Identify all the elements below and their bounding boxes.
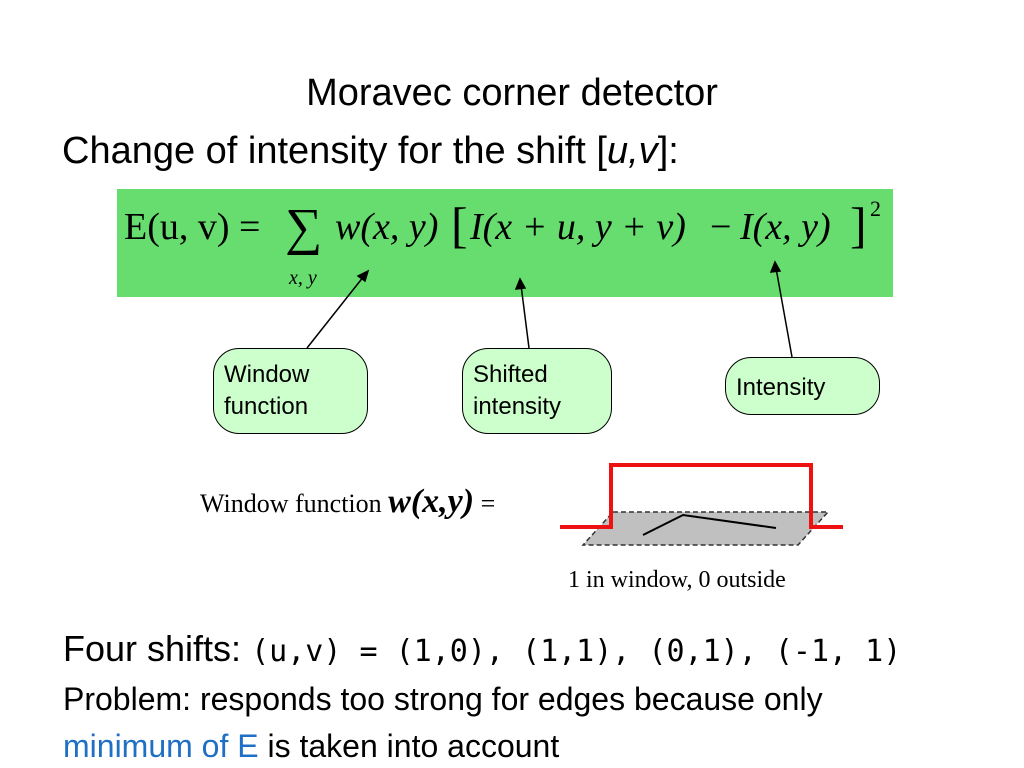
callout-window-function: Window function <box>213 348 368 434</box>
formula-lhs: E(u, v) = <box>124 206 261 248</box>
formula-shifted-term: I(x + u, y + v) <box>470 206 686 248</box>
formula-intensity-term: I(x, y) <box>740 206 831 248</box>
callout-shifted-intensity: Shifted intensity <box>462 348 612 434</box>
window-plane <box>581 511 830 546</box>
formula-exponent: 2 <box>870 196 881 221</box>
subtitle-variable: u,v <box>606 130 658 172</box>
window-function-diagram <box>560 463 843 546</box>
shifted-arrowhead <box>514 277 527 290</box>
callout-intensity: Intensity <box>725 357 880 415</box>
subtitle-suffix: ]: <box>657 130 679 172</box>
intensity-arrowhead <box>769 260 782 273</box>
formula-bracket-open: [ <box>451 197 468 253</box>
window-function-caption: 1 in window, 0 outside <box>568 567 786 593</box>
subtitle: Change of intensity for the shift [u,v]: <box>62 130 679 173</box>
intensity-curve <box>642 513 777 536</box>
shifts-line: Four shifts: (u,v) = (1,0), (1,1), (0,1)… <box>63 628 901 670</box>
shifts-label: Four shifts: <box>63 628 242 669</box>
intensity-arrow <box>775 267 793 358</box>
window-step-line <box>560 463 843 529</box>
formula-sum-symbol: ∑ <box>285 199 323 256</box>
formula-bracket-close: ] <box>850 197 867 253</box>
problem-line-2-rest: is taken into account <box>258 728 560 764</box>
window-arrowhead <box>356 269 370 283</box>
window-function-text: Window function <box>200 489 382 518</box>
shifted-arrow <box>520 284 530 349</box>
window-arrow <box>306 275 365 349</box>
formula-minus: − <box>710 206 732 248</box>
formula-weight: w(x, y) <box>335 206 439 248</box>
window-function-label: Window function w(x,y) = <box>200 483 495 521</box>
problem-highlight: minimum of E <box>63 728 259 764</box>
window-function-equals: = <box>480 489 496 518</box>
window-function-symbol: w(x,y) <box>388 483 475 520</box>
slide-title: Moravec corner detector <box>306 72 718 114</box>
shifts-values: (u,v) = (1,0), (1,1), (0,1), (-1, 1) <box>251 634 902 669</box>
problem-line-1: Problem: responds too strong for edges b… <box>63 681 823 717</box>
subtitle-prefix: Change of intensity for the shift [ <box>62 130 607 172</box>
formula-sum-subscript: x, y <box>289 267 317 289</box>
problem-line-2: minimum of E is taken into account <box>63 728 559 765</box>
formula-box <box>117 189 893 297</box>
